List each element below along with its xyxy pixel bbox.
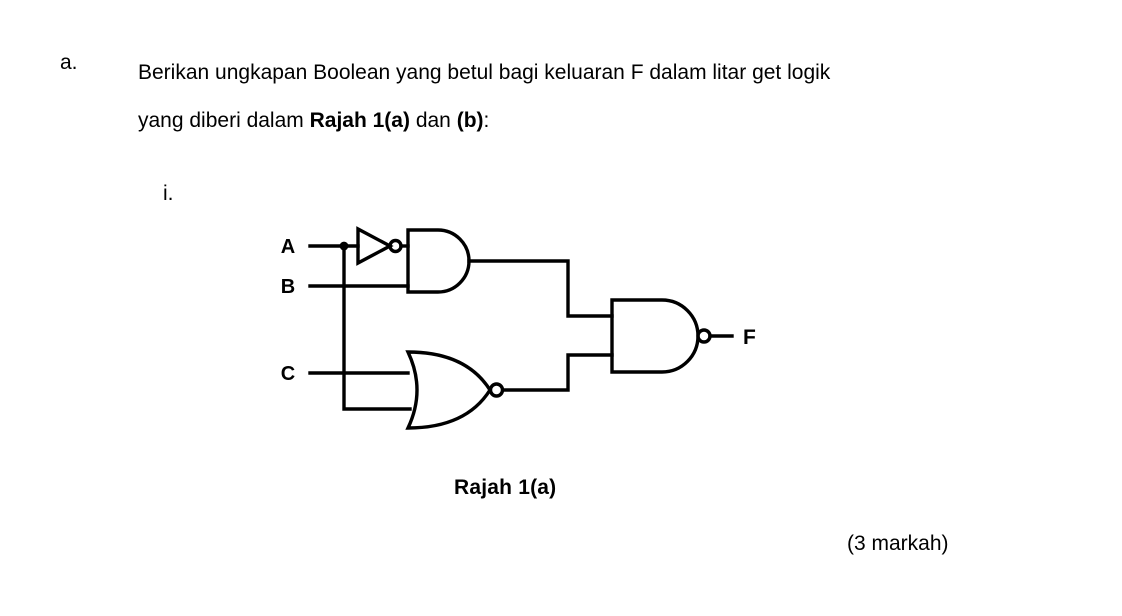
question-ref-rajah-1a: Rajah 1(a) [309, 109, 410, 132]
nand-gate-body [610, 298, 700, 374]
wire-and-to-nand [467, 259, 614, 318]
question-text: Berikan ungkapan Boolean yang betul bagi… [138, 49, 1008, 145]
nor-gate-bubble [488, 382, 505, 398]
and-gate-body [406, 228, 471, 294]
figure-caption: Rajah 1(a) [454, 476, 557, 499]
question-marker: a. [60, 51, 78, 74]
question-line-2-pre: yang diberi dalam [138, 109, 310, 132]
not-gate-body [356, 226, 394, 266]
logic-circuit-diagram: A B C F [270, 215, 790, 445]
output-label-f: F [743, 326, 756, 349]
question-line-2-mid: dan [409, 109, 457, 132]
question-line-2: yang diberi dalam Rajah 1(a) dan (b): [138, 97, 1008, 145]
question-line-2-post: : [483, 109, 490, 132]
nand-gate-bubble [696, 328, 712, 344]
question-line-1: Berikan ungkapan Boolean yang betul bagi… [138, 61, 831, 84]
question-ref-b: (b) [456, 109, 484, 132]
marks-allocation: (3 markah) [847, 532, 949, 555]
input-label-a: A [281, 236, 295, 258]
junction-dot-a [339, 241, 349, 251]
wire-nor-to-nand [501, 353, 614, 392]
nor-gate-body [405, 350, 493, 430]
circuit-svg: A B C F [281, 226, 756, 430]
subquestion-marker: i. [163, 182, 174, 205]
input-label-b: B [281, 276, 295, 298]
wire-a-branch-to-nor [342, 244, 412, 411]
input-label-c: C [281, 363, 295, 385]
